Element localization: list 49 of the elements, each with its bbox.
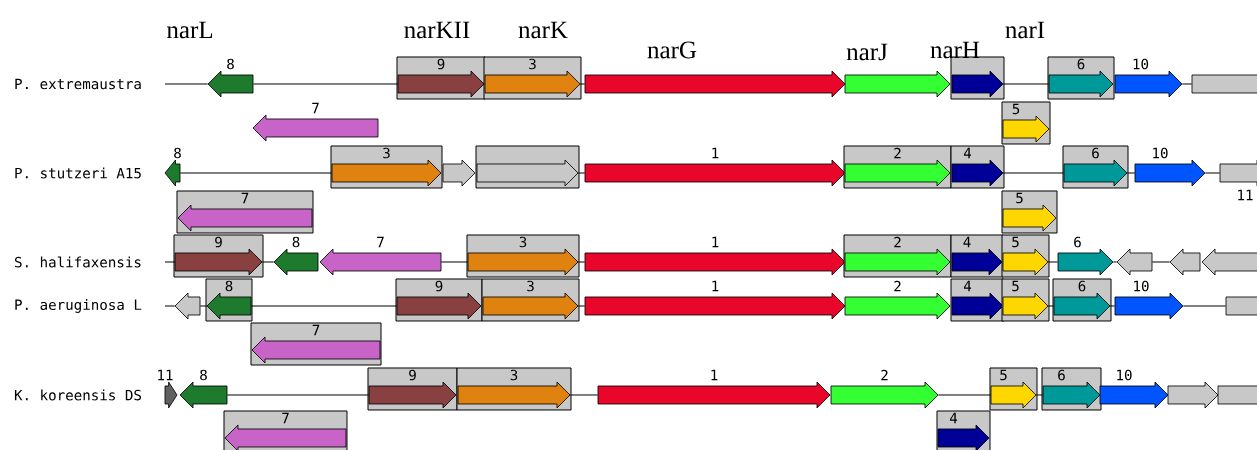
chromosome-line xyxy=(440,261,469,263)
chromosome-line xyxy=(1181,83,1193,85)
gene-name: narJ xyxy=(846,43,888,61)
chromosome-line xyxy=(179,172,333,174)
chromosome-line xyxy=(577,305,586,307)
species-name: P. aeruginosa L xyxy=(12,299,144,313)
chromosome-line xyxy=(164,83,209,85)
chromosome-line xyxy=(226,394,370,396)
chromosome-line xyxy=(577,261,586,263)
gene-symbol xyxy=(1201,248,1257,276)
chromosome-line xyxy=(1002,83,1050,85)
gene-name: narI xyxy=(1005,21,1045,39)
chromosome-line xyxy=(164,305,176,307)
species-name: S. halifaxensis xyxy=(12,256,144,268)
species-name: K. koreensis DS xyxy=(12,389,144,401)
chromosome-line xyxy=(1047,261,1059,263)
gene-name: narG xyxy=(647,41,697,59)
gene-symbol xyxy=(584,70,846,98)
chromosome-line xyxy=(937,394,992,396)
chromosome-line xyxy=(1204,172,1221,174)
species-name: P. stutzeri A15 xyxy=(12,167,144,179)
gene-symbol xyxy=(442,159,476,187)
chromosome-line xyxy=(252,83,399,85)
chromosome-line xyxy=(1182,305,1227,307)
gene-symbol xyxy=(1169,248,1201,276)
chromosome-line xyxy=(579,83,586,85)
chromosome-line xyxy=(1035,394,1044,396)
gene-name: narKII xyxy=(404,21,470,39)
chromosome-line xyxy=(577,172,586,174)
chromosome-line xyxy=(569,394,599,396)
gene-name: narH xyxy=(930,41,980,59)
gene-name: narK xyxy=(518,21,568,39)
species-name: P. extremaustra xyxy=(12,78,144,90)
gene-symbol xyxy=(475,145,580,189)
gene-symbol xyxy=(1116,248,1153,276)
chromosome-line xyxy=(1151,261,1171,263)
chromosome-line xyxy=(250,305,398,307)
gene-symbol xyxy=(1167,381,1219,409)
gene-symbol xyxy=(844,70,951,98)
chromosome-line xyxy=(1047,305,1055,307)
chromosome-line xyxy=(164,261,176,263)
chromosome-line xyxy=(199,305,208,307)
chromosome-line xyxy=(261,261,275,263)
chromosome-line xyxy=(1002,172,1065,174)
gene-symbol xyxy=(174,292,201,320)
chromosome-line xyxy=(1126,172,1136,174)
gene-name: narL xyxy=(167,21,213,39)
chromosome-line xyxy=(1112,261,1118,263)
chromosome-line xyxy=(1109,305,1116,307)
